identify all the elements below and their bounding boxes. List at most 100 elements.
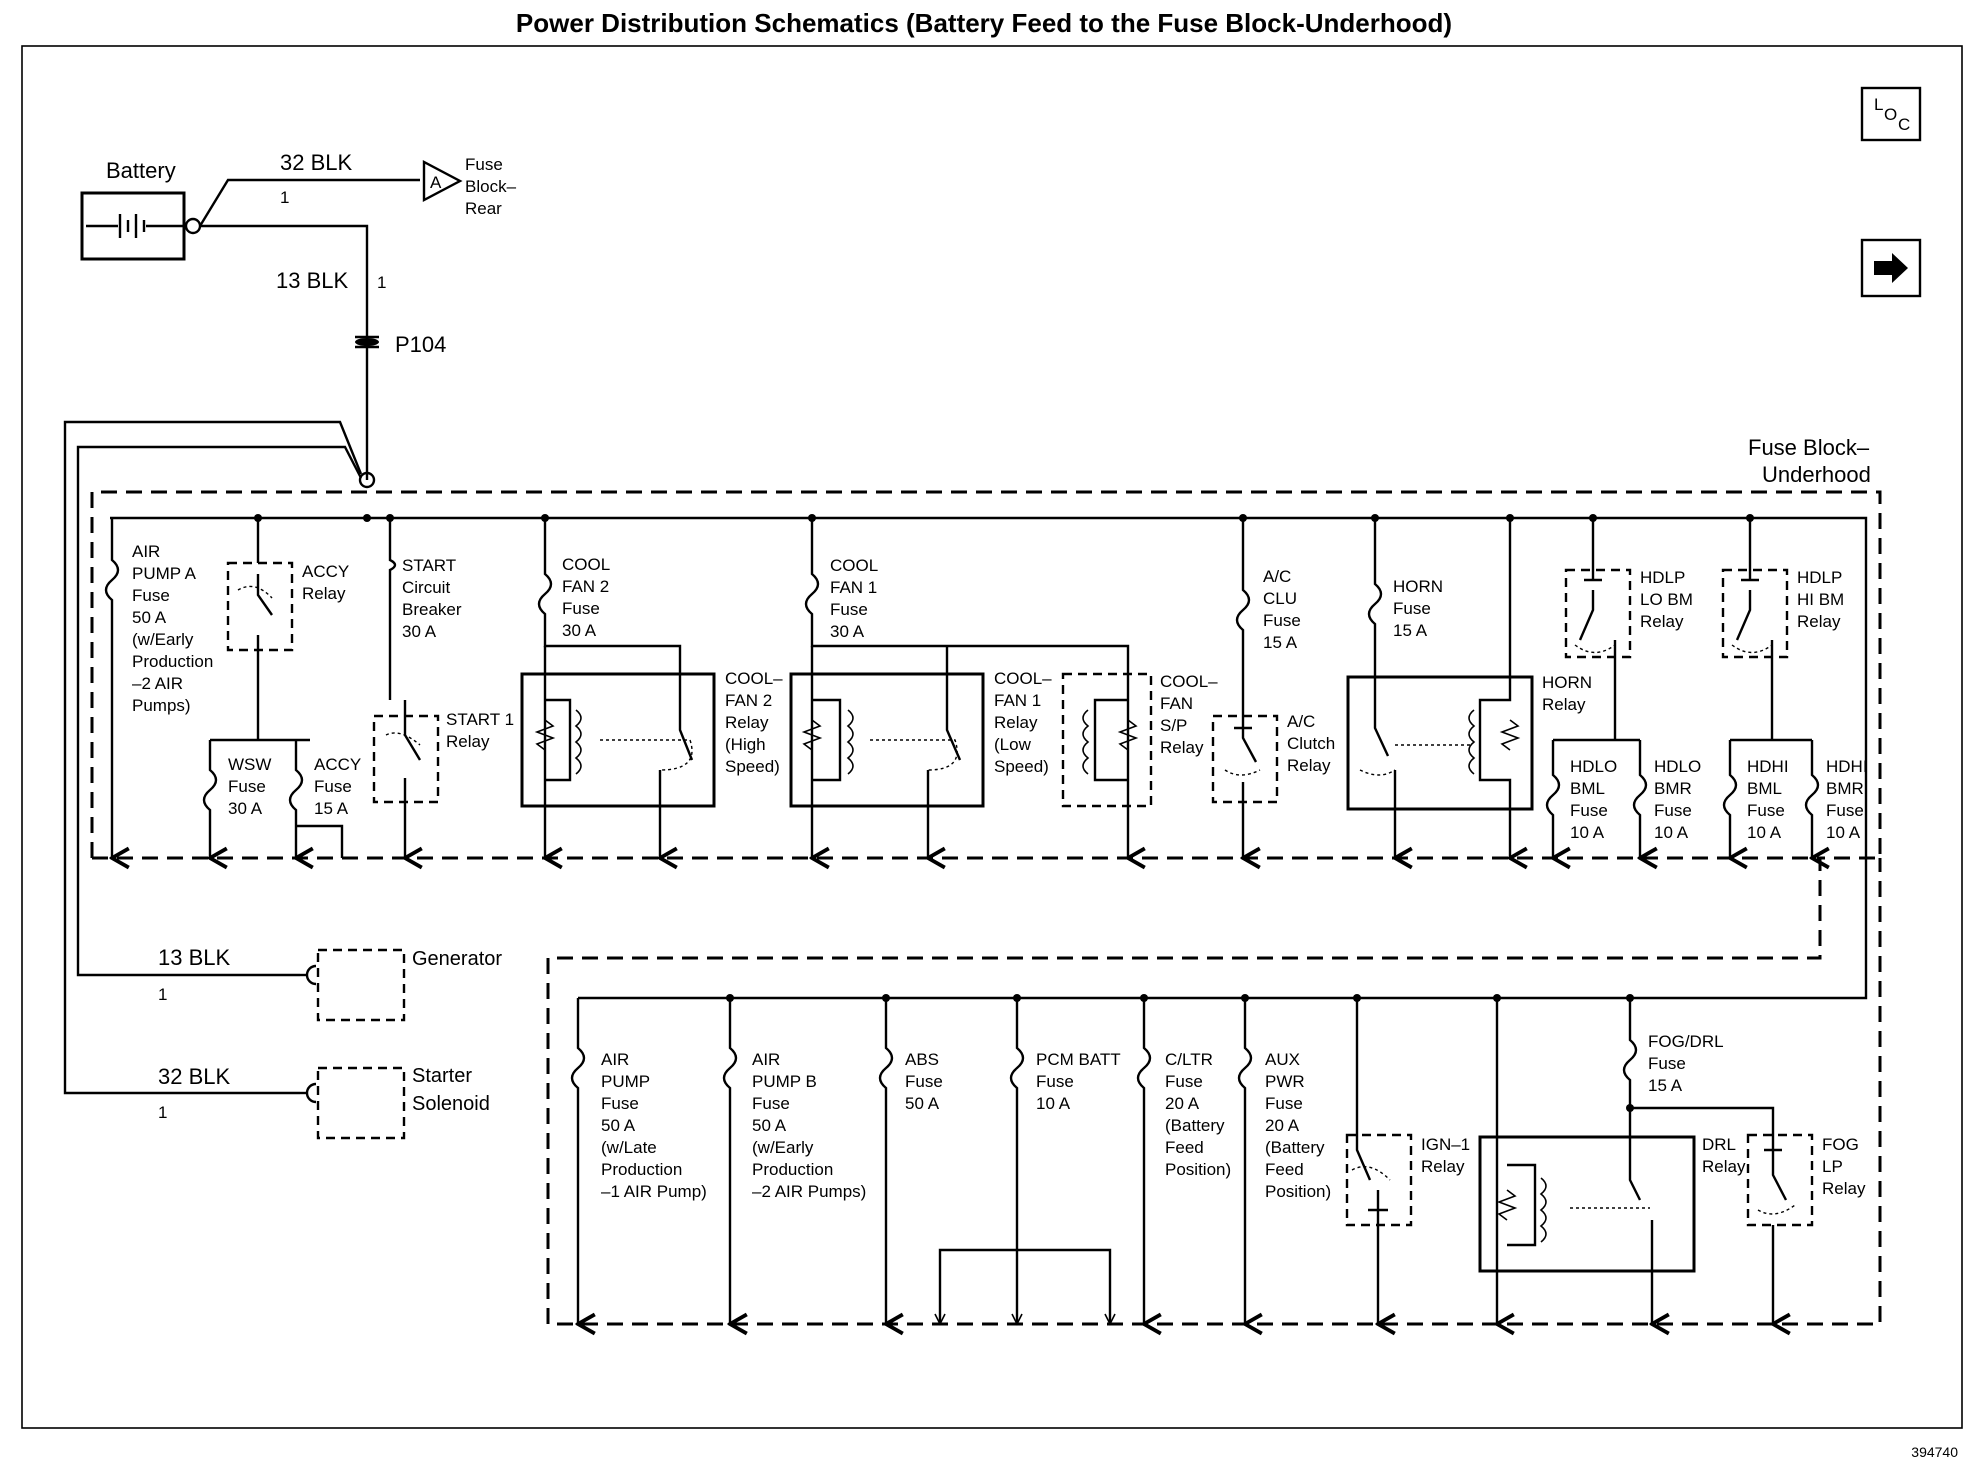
hdhi-bmr-fuse: HDHI BMR Fuse 10 A [1804,740,1868,858]
svg-text:HDLP: HDLP [1640,568,1685,587]
svg-text:Block–: Block– [465,177,517,196]
svg-text:30 A: 30 A [562,621,597,640]
cool-fan-2-fuse: COOL FAN 2 Fuse 30 A [537,518,682,660]
cool-fan-1-relay: COOL– FAN 1 Relay (Low Speed) [789,646,1052,858]
svg-text:Fuse: Fuse [830,600,868,619]
generator: 13 BLK 1 Generator [158,945,502,1022]
cltr-fuse: C/LTR Fuse 20 A (Battery Feed Position) [1136,998,1231,1324]
svg-text:Fuse: Fuse [1747,801,1785,820]
svg-text:Production: Production [752,1160,833,1179]
svg-text:Relay: Relay [1287,756,1331,775]
svg-text:50 A: 50 A [905,1094,940,1113]
accy-relay: ACCY Relay [226,518,349,740]
aux-pwr-fuse: AUX PWR Fuse 20 A (Battery Feed Position… [1237,998,1331,1324]
cool-fan-2-relay: COOL– FAN 2 Relay (High Speed) [520,646,783,858]
svg-text:ABS: ABS [905,1050,939,1069]
svg-text:Fuse: Fuse [1263,611,1301,630]
svg-text:START 1: START 1 [446,710,514,729]
svg-text:PUMP B: PUMP B [752,1072,817,1091]
svg-text:Fuse: Fuse [562,599,600,618]
svg-text:Fuse: Fuse [1826,801,1864,820]
air-pump-fuse-wire [570,998,584,1324]
svg-text:A/C: A/C [1263,567,1291,586]
svg-text:13 BLK: 13 BLK [158,945,230,970]
svg-text:Relay: Relay [994,713,1038,732]
svg-text:10 A: 10 A [1570,823,1605,842]
svg-text:L: L [1874,95,1883,114]
drl-relay: DRL Relay [1478,998,1746,1324]
svg-text:HDLP: HDLP [1797,568,1842,587]
svg-text:Breaker: Breaker [402,600,462,619]
svg-text:13 BLK: 13 BLK [276,268,348,293]
hdlp-hi-bm-relay: HDLP HI BM Relay [1721,518,1844,740]
svg-text:FAN 2: FAN 2 [562,577,609,596]
abs-fuse: ABS Fuse 50 A [878,998,943,1324]
svg-text:Fuse: Fuse [601,1094,639,1113]
svg-text:10 A: 10 A [1747,823,1782,842]
svg-text:PWR: PWR [1265,1072,1305,1091]
svg-text:A/C: A/C [1287,712,1315,731]
svg-text:AIR: AIR [132,542,160,561]
svg-text:COOL: COOL [562,555,610,574]
svg-text:Fuse: Fuse [1570,801,1608,820]
svg-text:COOL–: COOL– [994,669,1052,688]
svg-text:WSW: WSW [228,755,271,774]
svg-text:Fuse: Fuse [752,1094,790,1113]
connector-a: A [422,160,463,202]
svg-text:C/LTR: C/LTR [1165,1050,1213,1069]
svg-text:Fuse: Fuse [132,586,170,605]
location-icon[interactable]: L O C [1860,86,1922,142]
svg-text:Relay: Relay [1640,612,1684,631]
ign-1-relay: IGN–1 Relay [1345,998,1470,1324]
svg-text:20 A: 20 A [1265,1116,1300,1135]
svg-text:FAN 2: FAN 2 [725,691,772,710]
svg-text:50 A: 50 A [601,1116,636,1135]
svg-text:Fuse: Fuse [228,777,266,796]
arrow-right-icon[interactable] [1860,238,1922,298]
accy-fuse: ACCY Fuse 15 A [288,740,361,858]
start-1-relay: START 1 Relay [372,700,514,858]
wsw-fuse: WSW Fuse 30 A [202,740,271,858]
svg-text:FOG: FOG [1822,1135,1859,1154]
svg-text:15 A: 15 A [314,799,349,818]
svg-text:30 A: 30 A [830,622,865,641]
svg-text:Relay: Relay [446,732,490,751]
svg-text:Relay: Relay [1702,1157,1746,1176]
svg-text:COOL–: COOL– [1160,672,1218,691]
svg-text:BMR: BMR [1826,779,1864,798]
start-circuit-breaker: START Circuit Breaker 30 A [388,518,462,700]
svg-text:A: A [430,173,442,192]
air-pump-b-fuse: AIR PUMP B Fuse 50 A (w/Early Production… [722,998,866,1324]
svg-text:START: START [402,556,456,575]
battery-label: Battery [106,158,176,183]
svg-text:(w/Early: (w/Early [132,630,194,649]
horn-fuse: HORN Fuse 15 A [1367,518,1443,680]
svg-text:10 A: 10 A [1826,823,1861,842]
svg-text:Solenoid: Solenoid [412,1093,490,1115]
svg-text:Relay: Relay [1160,738,1204,757]
svg-text:FAN: FAN [1160,694,1193,713]
svg-text:HDHI: HDHI [1826,757,1868,776]
svg-text:Production: Production [601,1160,682,1179]
hdhi-bml-fuse: HDHI BML Fuse 10 A [1722,740,1789,858]
svg-text:HORN: HORN [1542,673,1592,692]
fuse-block-lower-outline [92,856,1882,1326]
svg-text:15 A: 15 A [1263,633,1298,652]
svg-text:1: 1 [158,985,167,1004]
fuse-block-upper-outline [90,490,1882,860]
svg-text:(Battery: (Battery [1265,1138,1325,1157]
svg-text:Feed: Feed [1165,1138,1204,1157]
svg-text:(Battery: (Battery [1165,1116,1225,1135]
svg-text:1: 1 [377,273,386,292]
svg-text:–2 AIR Pumps): –2 AIR Pumps) [752,1182,866,1201]
svg-text:Fuse: Fuse [1654,801,1692,820]
bus-bar-main [110,516,1868,1000]
air-pump-fuse: AIR PUMP Fuse 50 A (w/Late Production –1… [601,1050,707,1201]
svg-text:HDHI: HDHI [1747,757,1789,776]
battery-symbol [80,191,202,261]
svg-text:FOG/DRL: FOG/DRL [1648,1032,1724,1051]
svg-text:32 BLK: 32 BLK [280,150,352,175]
svg-text:Speed): Speed) [725,757,780,776]
svg-text:Fuse: Fuse [905,1072,943,1091]
svg-text:32 BLK: 32 BLK [158,1064,230,1089]
